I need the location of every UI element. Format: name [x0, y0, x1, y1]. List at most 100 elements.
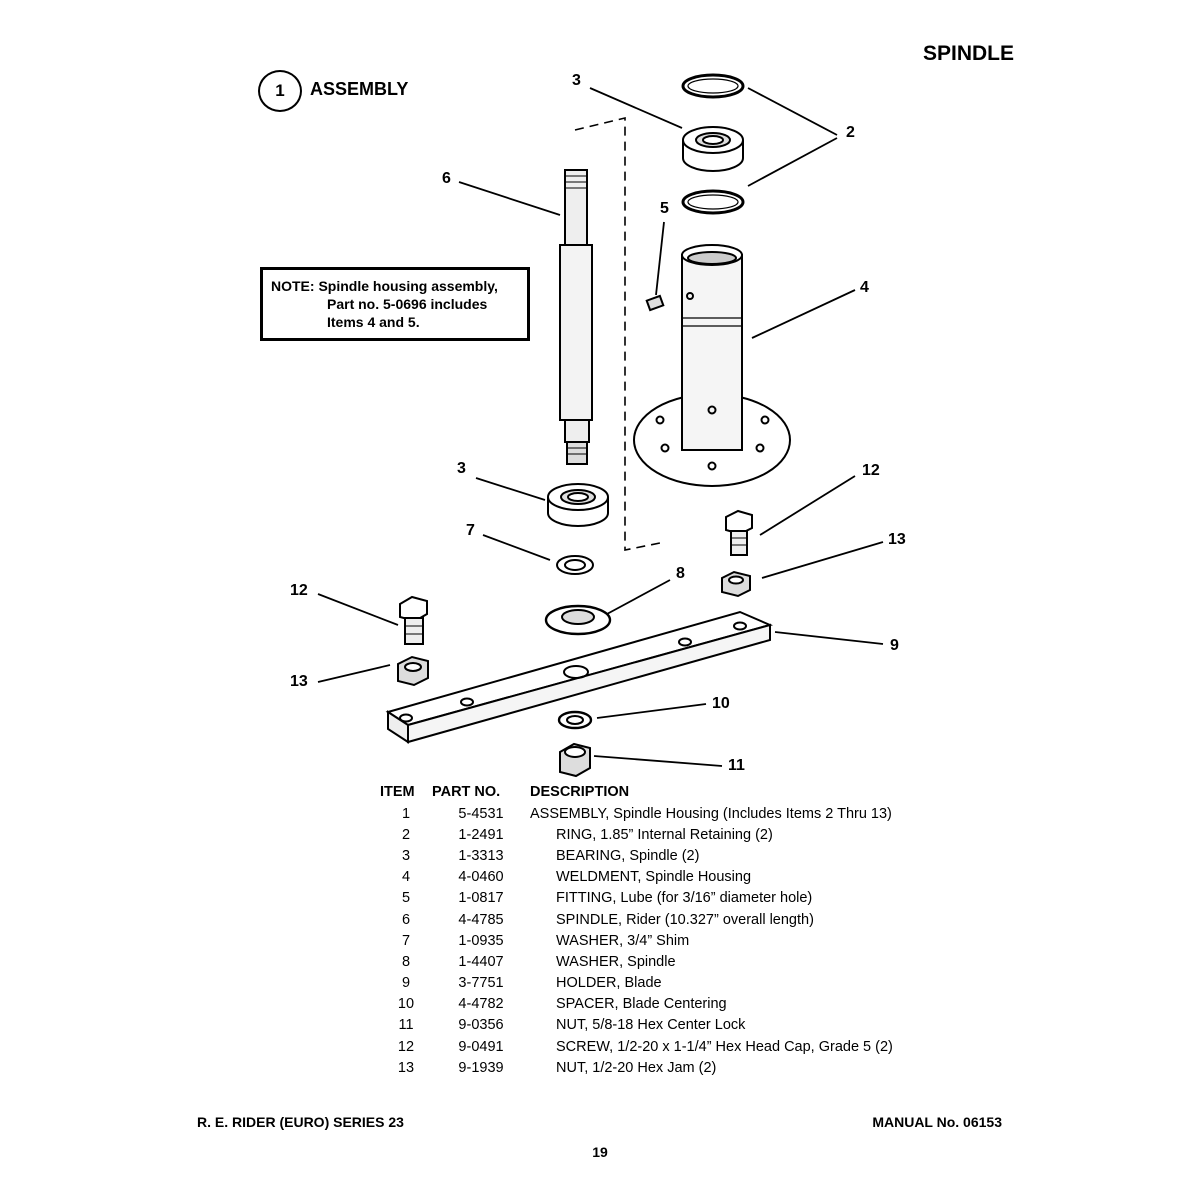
cell-item: 12 [397, 1038, 415, 1055]
cell-part: 4-4782 [458, 996, 504, 1013]
cell-item: 8 [401, 953, 411, 970]
callout-11: 11 [728, 757, 745, 774]
assembly-path-dashed [574, 116, 661, 551]
callout-9: 9 [890, 637, 899, 654]
cell-desc: SPACER, Blade Centering [556, 996, 727, 1013]
parts-table-header: ITEM PART NO. DESCRIPTION [380, 782, 893, 803]
cell-part: 1-2491 [458, 826, 504, 843]
callout-4: 4 [860, 279, 869, 296]
cell-part: 9-0491 [458, 1038, 504, 1055]
cell-desc: WASHER, 3/4” Shim [556, 932, 690, 949]
cell-part: 5-4531 [458, 805, 504, 822]
callout-12-right: 12 [862, 462, 880, 479]
table-row: 6 4-4785 SPINDLE, Rider (10.327” overall l… [380, 909, 893, 930]
cell-desc: ASSEMBLY, Spindle Housing (Includes Item… [530, 805, 892, 822]
cell-part: 3-7751 [458, 975, 504, 992]
cell-item: 7 [401, 932, 411, 949]
cell-desc: FITTING, Lube (for 3/16” diameter hole) [556, 890, 813, 907]
spindle-shaft [559, 169, 593, 465]
cell-item: 1 [401, 805, 411, 822]
cell-part: 1-3313 [458, 847, 504, 864]
table-row: 10 4-4782 SPACER, Blade Centering [380, 994, 893, 1015]
cell-item: 9 [401, 975, 411, 992]
footer-manual-number: MANUAL No. 06153 [872, 1114, 1002, 1130]
leader-lines [317, 87, 884, 767]
retaining-ring-bottom [681, 189, 745, 215]
table-row: 5 1-0817 FITTING, Lube (for 3/16” diameter… [380, 888, 893, 909]
bearing-top [682, 126, 744, 172]
callout-7: 7 [466, 522, 475, 539]
cell-part: 1-0817 [458, 890, 504, 907]
table-row: 13 9-1939 NUT, 1/2-20 Hex Jam (2) [380, 1057, 893, 1078]
header-part-no: PART NO. [432, 784, 501, 800]
cell-desc: NUT, 5/8-18 Hex Center Lock [556, 1017, 746, 1034]
table-row: 8 1-4407 WASHER, Spindle [380, 951, 893, 972]
note-box: NOTE: Spindle housing assembly, Part no.… [260, 267, 530, 341]
cell-desc: NUT, 1/2-20 Hex Jam (2) [556, 1059, 717, 1076]
cell-part: 9-0356 [458, 1017, 504, 1034]
cell-item: 10 [397, 996, 415, 1013]
cell-item: 5 [401, 890, 411, 907]
cell-desc: BEARING, Spindle (2) [556, 847, 700, 864]
table-row: 1 5-4531 ASSEMBLY, Spindle Housing (Includ… [380, 803, 893, 824]
cell-item: 3 [401, 847, 411, 864]
bearing-bottom [547, 483, 609, 527]
callout-13-left: 13 [290, 673, 308, 690]
table-row: 9 3-7751 HOLDER, Blade [380, 973, 893, 994]
assembly-number-badge: 1 [258, 70, 302, 112]
table-row: 3 1-3313 BEARING, Spindle (2) [380, 845, 893, 866]
callout-13-right: 13 [888, 531, 906, 548]
cell-desc: SPINDLE, Rider (10.327” overall length) [556, 911, 814, 928]
cell-item: 11 [398, 1017, 414, 1034]
cell-part: 4-4785 [458, 911, 504, 928]
callout-5: 5 [660, 200, 669, 217]
callout-2: 2 [846, 124, 855, 141]
header-description: DESCRIPTION [530, 784, 630, 800]
jam-nut-right [721, 570, 751, 598]
table-row: 12 9-0491 SCREW, 1/2-20 x 1-1/4” Hex Head … [380, 1036, 893, 1057]
cell-item: 13 [397, 1059, 415, 1076]
cell-part: 4-0460 [458, 869, 504, 886]
cell-desc: WASHER, Spindle [556, 953, 676, 970]
spindle-washer [544, 604, 612, 636]
header-item: ITEM [380, 784, 415, 800]
cell-item: 6 [401, 911, 411, 928]
footer-model: R. E. RIDER (EURO) SERIES 23 [197, 1114, 404, 1130]
hex-screw-right [725, 509, 753, 556]
blade-centering-spacer [557, 710, 593, 730]
table-row: 11 9-0356 NUT, 5/8-18 Hex Center Lock [380, 1015, 893, 1036]
cell-item: 4 [401, 869, 411, 886]
table-row: 4 4-0460 WELDMENT, Spindle Housing [380, 867, 893, 888]
callout-12-left: 12 [290, 582, 308, 599]
hex-screw-left [399, 595, 428, 645]
parts-table: ITEM PART NO. DESCRIPTION 1 5-4531 ASSEMBL… [380, 782, 893, 1078]
jam-nut-left [397, 655, 429, 687]
page-title: SPINDLE [922, 42, 1014, 65]
lube-fitting [645, 294, 665, 312]
note-line-3: Items 4 and 5. [327, 314, 420, 330]
shim-washer [556, 555, 594, 575]
callout-10: 10 [712, 695, 730, 712]
blade-holder [385, 610, 773, 744]
cell-part: 9-1939 [458, 1059, 504, 1076]
table-row: 2 1-2491 RING, 1.85” Internal Retaining (2… [380, 824, 893, 845]
center-lock-nut [559, 742, 591, 778]
cell-item: 2 [401, 826, 411, 843]
cell-part: 1-4407 [458, 953, 504, 970]
note-line-2: Part no. 5-0696 includes [327, 296, 488, 312]
callout-6: 6 [442, 170, 451, 187]
assembly-label: ASSEMBLY [310, 79, 409, 99]
callout-3-bottom: 3 [457, 460, 466, 477]
cell-desc: RING, 1.85” Internal Retaining (2) [556, 826, 773, 843]
page-number: 19 [592, 1144, 608, 1160]
cell-desc: HOLDER, Blade [556, 975, 662, 992]
callout-3-top: 3 [572, 72, 581, 89]
spindle-housing [633, 244, 791, 487]
callout-8: 8 [676, 565, 685, 582]
cell-desc: SCREW, 1/2-20 x 1-1/4” Hex Head Cap, Gra… [556, 1038, 893, 1055]
cell-desc: WELDMENT, Spindle Housing [556, 869, 752, 886]
retaining-ring-top [681, 73, 745, 99]
note-line-1: NOTE: Spindle housing assembly, [271, 278, 498, 294]
